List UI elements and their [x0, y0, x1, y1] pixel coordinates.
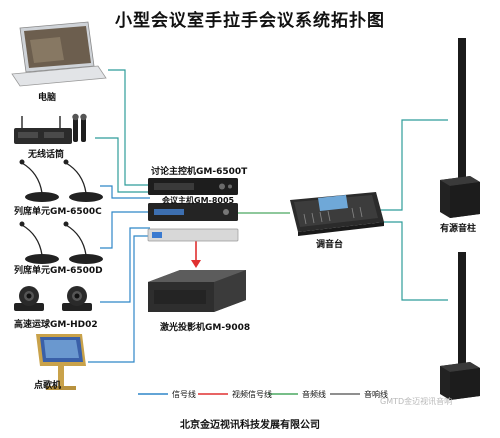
laser-projector-device [148, 270, 246, 312]
label-wireless-mic: 无线话筒 [28, 150, 65, 160]
ptz-camera-device [14, 286, 92, 311]
legend-label-audio: 音频线 [302, 390, 326, 399]
switch-device [147, 228, 239, 242]
chairman-controller-device [148, 178, 238, 195]
line-wireless-mic [95, 137, 150, 193]
kiosk-device [36, 334, 86, 390]
watermark: GMTD金迈视讯音响 [380, 397, 453, 406]
label-delegate-unit-d: 列席单元GM-6500D [14, 266, 103, 276]
label-laser-projector: 激光投影机GM-9008 [160, 323, 251, 333]
label-chairman-controller: 讨论主控机GM-6500T [151, 167, 248, 177]
label-ptz-camera: 高速运球GM-HD02 [14, 320, 98, 330]
delegate-unit-c-device [21, 162, 87, 194]
line-computer [108, 69, 150, 186]
line-delegate-d [100, 211, 150, 249]
legend-label-signal: 信号线 [172, 390, 196, 399]
video-arrow-head [191, 260, 201, 268]
company-footer: 北京金迈视讯科技发展有限公司 [180, 420, 320, 431]
label-delegate-unit-c: 列席单元GM-6500C [14, 207, 102, 217]
legend-label-speaker: 音响线 [364, 390, 388, 399]
line-mixer-speaker-1 [380, 119, 448, 211]
line-kiosk [88, 235, 150, 363]
line-camera [100, 227, 150, 303]
speaker-column-1-device [440, 38, 480, 218]
mixer-device [290, 192, 384, 236]
label-conference-host: 会议主机GM-8005 [162, 196, 235, 205]
line-delegate-c [100, 185, 150, 199]
conference-host-device [148, 203, 238, 221]
line-mixer-speaker-2 [380, 221, 448, 301]
legend-label-video: 视频信号线 [232, 390, 272, 399]
delegate-unit-d-device [21, 224, 87, 256]
wireless-mic-device [14, 113, 87, 144]
label-speaker-column: 有源音柱 [440, 224, 477, 234]
page-title: 小型会议室手拉手会议系统拓扑图 [115, 11, 385, 31]
label-computer: 电脑 [38, 93, 57, 103]
computer-device [11, 21, 107, 87]
label-kiosk: 点歌机 [34, 381, 62, 391]
speaker-column-2-device [440, 252, 480, 400]
label-mixer: 调音台 [316, 240, 344, 250]
